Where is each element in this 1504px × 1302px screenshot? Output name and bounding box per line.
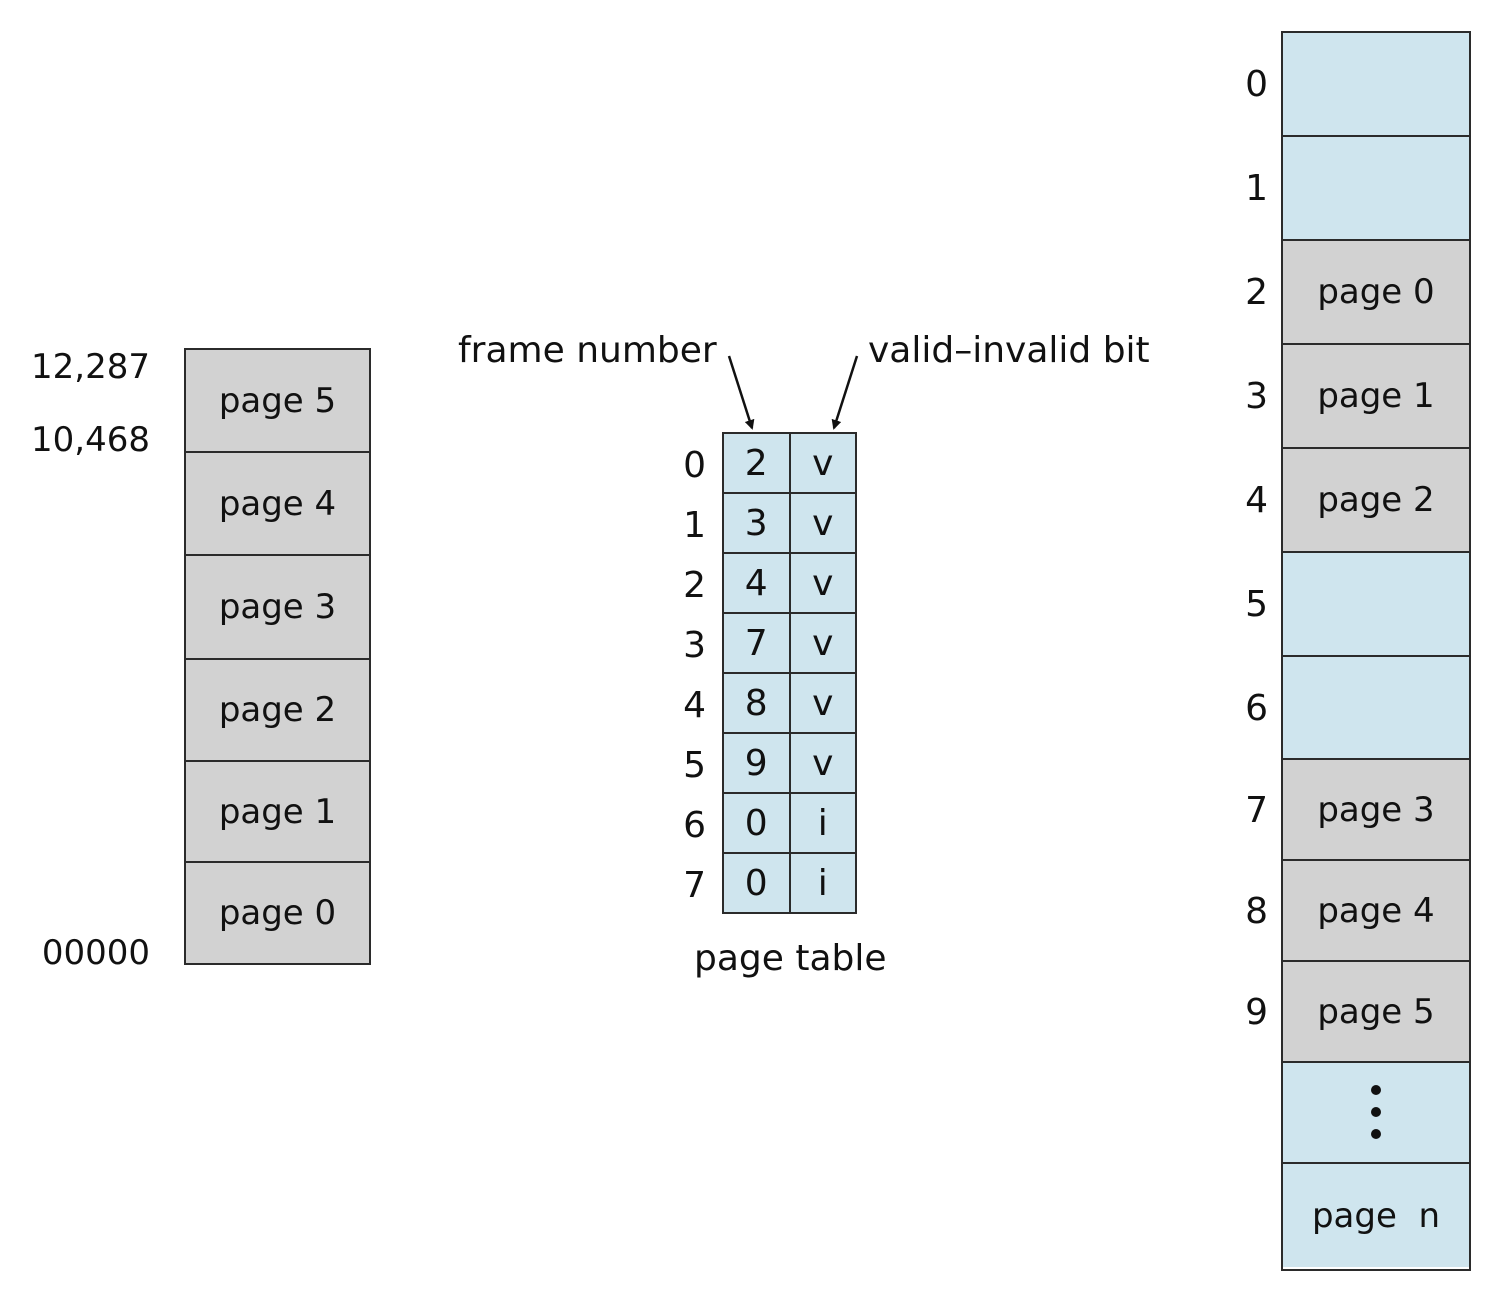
frame-index: 3 (1245, 376, 1268, 417)
physical-frame-label: page 1 (1317, 376, 1435, 416)
ellipsis-dot (1371, 1085, 1381, 1095)
valid-invalid-cell: v (812, 502, 834, 544)
physical-frame (1283, 553, 1469, 657)
address-label-bottom: 00000 (41, 933, 150, 973)
frame-number-cell: 8 (724, 674, 791, 732)
frame-number-cell: 7 (724, 614, 791, 672)
physical-frame-label: page 2 (1317, 480, 1435, 520)
physical-frame-label: page 4 (1317, 890, 1435, 931)
frame-number-label: frame number (458, 330, 717, 371)
physical-frame: page 5 (1283, 962, 1469, 1063)
frame-number-cell: 4 (724, 554, 791, 612)
frame-index: 9 (1245, 991, 1268, 1033)
page-table-index: 5 (683, 745, 706, 786)
logical-memory: page 5 page 4 page 3 page 2 page 1 page … (184, 348, 371, 965)
physical-memory: page 0 page 1 page 2 page 3 page 4 page 5 page… (1281, 31, 1471, 1271)
page-table-index: 4 (683, 685, 706, 726)
valid-invalid-cell: i (817, 802, 828, 844)
valid-invalid-cell: i (817, 862, 828, 904)
logical-page-5: page 5 (186, 350, 369, 453)
logical-page-2: page 2 (186, 660, 369, 762)
address-label-upper: 10,468 (31, 420, 150, 460)
frame-index: 5 (1245, 584, 1268, 625)
logical-page-1: page 1 (186, 762, 369, 863)
valid-invalid-cell: v (812, 742, 834, 784)
physical-frame: page n (1283, 1164, 1469, 1267)
frame-index: 8 (1245, 890, 1268, 932)
ellipsis-dot (1371, 1107, 1381, 1117)
valid-invalid-cell: v (812, 442, 834, 484)
address-label-top: 12,287 (31, 347, 150, 387)
frame-index: 0 (1245, 64, 1268, 105)
valid-invalid-cell: v (812, 562, 834, 604)
frame-index: 4 (1245, 480, 1268, 521)
ellipsis-dot (1371, 1129, 1381, 1139)
frame-number-cell: 2 (724, 434, 791, 492)
physical-frame: page 4 (1283, 861, 1469, 962)
page-table-index: 6 (683, 805, 706, 846)
physical-frame (1283, 657, 1469, 760)
physical-frame-label: page 3 (1317, 789, 1435, 830)
valid-invalid-arrow (831, 355, 859, 430)
frame-index: 7 (1245, 789, 1268, 831)
frame-number-cell: 0 (724, 854, 791, 912)
page-table-index: 2 (683, 565, 706, 606)
valid-invalid-bit-label: valid–invalid bit (868, 330, 1150, 371)
physical-frame: page 0 (1283, 241, 1469, 345)
valid-invalid-cell: v (812, 622, 834, 664)
physical-frame: page 2 (1283, 449, 1469, 553)
page-table-index: 0 (683, 445, 706, 486)
physical-frame-label: page n (1311, 1195, 1441, 1236)
page-table-index: 7 (683, 865, 706, 906)
frame-number-arrow (727, 355, 755, 430)
logical-page-0: page 0 (186, 863, 369, 963)
physical-frame-label: page 0 (1317, 272, 1435, 312)
physical-frame (1283, 137, 1469, 241)
logical-page-3: page 3 (186, 556, 369, 660)
frame-index: 6 (1245, 687, 1268, 729)
frame-number-cell: 3 (724, 494, 791, 552)
physical-frame-label: page 5 (1317, 991, 1435, 1032)
page-table-index: 3 (683, 625, 706, 666)
physical-frame: page 3 (1283, 760, 1469, 861)
valid-invalid-cell: v (812, 682, 834, 724)
frame-index: 1 (1245, 168, 1268, 209)
frame-ellipsis (1283, 1063, 1469, 1164)
frame-number-cell: 9 (724, 734, 791, 792)
page-table-index: 1 (683, 505, 706, 546)
physical-frame: page 1 (1283, 345, 1469, 449)
frame-number-cell: 0 (724, 794, 791, 852)
physical-frame (1283, 33, 1469, 137)
frame-index: 2 (1245, 272, 1268, 313)
page-table-caption: page table (694, 938, 887, 979)
logical-page-4: page 4 (186, 453, 369, 556)
